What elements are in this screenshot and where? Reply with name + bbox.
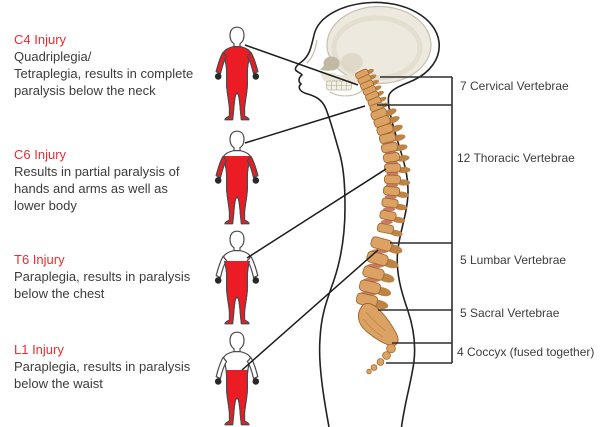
injury-desc-line: Tetraplegia, results in complete — [14, 66, 194, 81]
figure-right-arm — [246, 255, 259, 279]
figure-left-arm — [215, 255, 228, 279]
figure-hand — [252, 73, 260, 80]
injury-desc-line: below the chest — [14, 286, 105, 301]
injury-block-l1: L1 Injury Paraplegia, results in paralys… — [14, 341, 219, 392]
figure-hand — [252, 277, 260, 284]
figure-head — [229, 130, 245, 152]
figure-hand — [214, 378, 222, 385]
skull-illustration — [306, 5, 432, 97]
paralyzed-region-overlay — [223, 261, 251, 325]
injury-level-l1: L1 Injury — [14, 342, 64, 357]
connector-c4 — [244, 44, 359, 86]
injury-level-c4: C4 Injury — [14, 32, 67, 47]
figure-l1-paralysis-below-waist — [214, 331, 260, 426]
label-sacral-vertebrae: 5 Sacral Vertebrae — [460, 306, 560, 320]
injury-desc-line: Results in partial paralysis of — [14, 164, 180, 179]
injury-desc-line: paralysis below the neck — [14, 83, 156, 98]
label-coccyx: 4 Coccyx (fused together) — [457, 345, 595, 359]
paralyzed-region-overlay — [215, 46, 259, 121]
injury-desc-line: Paraplegia, results in paralysis — [14, 269, 191, 284]
injury-level-c6: C6 Injury — [14, 147, 67, 162]
label-cervical-vertebrae: 7 Cervical Vertebrae — [460, 79, 569, 93]
figure-hand — [214, 177, 222, 184]
figure-left-arm — [215, 356, 228, 380]
figure-head — [229, 26, 245, 48]
paralyzed-region-overlay — [224, 370, 250, 426]
label-thoracic-vertebrae: 12 Thoracic Vertebrae — [457, 151, 575, 165]
injury-block-t6: T6 Injury Paraplegia, results in paralys… — [14, 251, 219, 302]
injury-block-c6: C6 Injury Results in partial paralysis o… — [14, 146, 219, 214]
nasal-opening — [320, 62, 330, 71]
connector-t6 — [246, 168, 387, 259]
vertebrae-bracket — [377, 76, 453, 364]
figure-head — [229, 230, 245, 252]
injury-desc-line: Paraplegia, results in paralysis — [14, 359, 191, 374]
connector-c6 — [244, 105, 366, 144]
injury-block-c4: C4 Injury Quadriplegia/ Tetraplegia, res… — [14, 31, 219, 99]
connector-lines — [241, 44, 387, 371]
figure-t6-paralysis-below-chest — [214, 230, 260, 325]
figure-hand — [214, 73, 222, 80]
figure-hand — [252, 177, 260, 184]
figure-c4-paralysis-below-neck — [214, 26, 260, 121]
figure-head — [229, 331, 245, 353]
injury-level-t6: T6 Injury — [14, 252, 65, 267]
injury-desc-line: hands and arms as well as — [14, 181, 168, 196]
connector-l1 — [241, 249, 379, 371]
label-lumbar-vertebrae: 5 Lumbar Vertebrae — [460, 253, 567, 267]
sacrum-coccyx-illustration — [358, 302, 399, 375]
injury-desc-line: lower body — [14, 198, 77, 213]
paralyzed-region-overlay — [215, 156, 259, 225]
injury-desc-line: below the waist — [14, 376, 103, 391]
figure-c6-partial-paralysis — [214, 130, 260, 225]
figure-hand — [252, 378, 260, 385]
injury-desc-line: Quadriplegia/ — [14, 49, 92, 64]
figure-hand — [214, 277, 222, 284]
